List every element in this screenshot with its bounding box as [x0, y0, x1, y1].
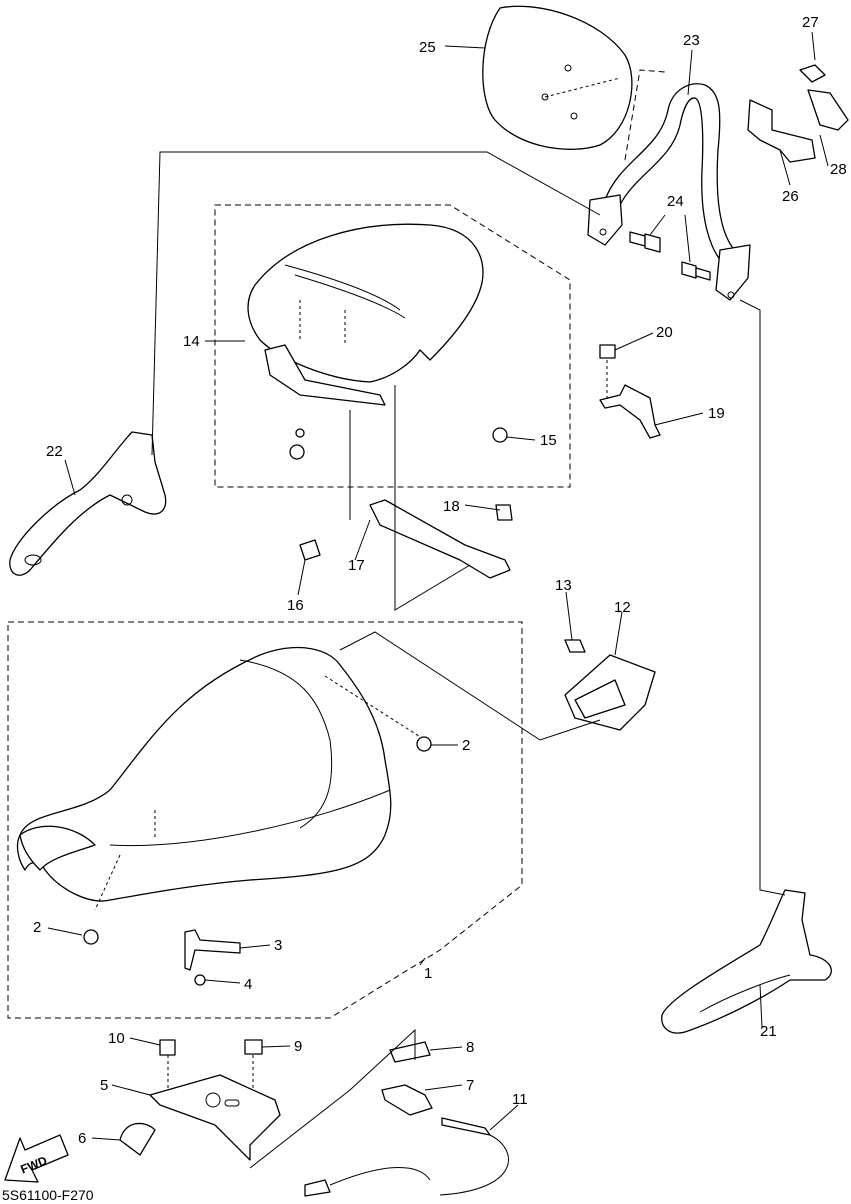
stay-19 — [599, 344, 661, 439]
callout-9: 9 — [294, 1038, 302, 1055]
main-seat — [16, 647, 432, 986]
backrest-pad — [482, 5, 633, 150]
callout-27: 27 — [802, 14, 819, 31]
leader-lines — [47, 31, 829, 1141]
main-seat-box — [7, 621, 523, 1019]
rear-seat-box — [214, 204, 571, 488]
fwd-arrow-icon: FWD — [4, 1134, 69, 1183]
callout-17: 17 — [348, 557, 365, 574]
callout-7: 7 — [466, 1077, 474, 1094]
callout-28: 28 — [830, 161, 847, 178]
callout-2a: 2 — [462, 737, 470, 754]
bracket-26 — [747, 64, 849, 163]
side-grip-left — [9, 151, 601, 576]
diagram-code: 5S61100-F270 — [2, 1187, 94, 1203]
callout-22: 22 — [46, 443, 63, 460]
callout-25: 25 — [419, 39, 436, 56]
callout-20: 20 — [656, 324, 673, 341]
callout-3: 3 — [274, 937, 282, 954]
callout-16: 16 — [287, 597, 304, 614]
callout-5: 5 — [100, 1077, 108, 1094]
lock-assy — [249, 1028, 509, 1197]
callout-8: 8 — [466, 1039, 474, 1056]
callout-24: 24 — [667, 193, 684, 210]
callout-10: 10 — [108, 1030, 125, 1047]
lock-plate — [119, 1039, 281, 1161]
callout-12: 12 — [614, 599, 631, 616]
callout-6: 6 — [78, 1130, 86, 1147]
callout-1: 1 — [424, 965, 432, 982]
callout-23: 23 — [683, 32, 700, 49]
backrest-bar — [587, 83, 751, 301]
rear-seat-cushion — [247, 223, 508, 460]
side-grip-right — [661, 299, 832, 1034]
callout-labels: 25 23 27 28 26 24 20 19 14 15 22 18 17 1… — [33, 14, 847, 1147]
callout-13: 13 — [555, 577, 572, 594]
callout-18: 18 — [443, 498, 460, 515]
bracket-12 — [564, 639, 656, 731]
callout-19: 19 — [708, 405, 725, 422]
callout-2b: 2 — [33, 919, 41, 936]
callout-26: 26 — [782, 188, 799, 205]
callout-4: 4 — [244, 976, 252, 993]
callout-21: 21 — [760, 1023, 777, 1040]
callout-11: 11 — [512, 1091, 528, 1108]
bracket-17 — [299, 499, 513, 579]
callout-14: 14 — [183, 333, 200, 350]
bolt-24 — [629, 231, 711, 281]
callout-15: 15 — [540, 432, 557, 449]
